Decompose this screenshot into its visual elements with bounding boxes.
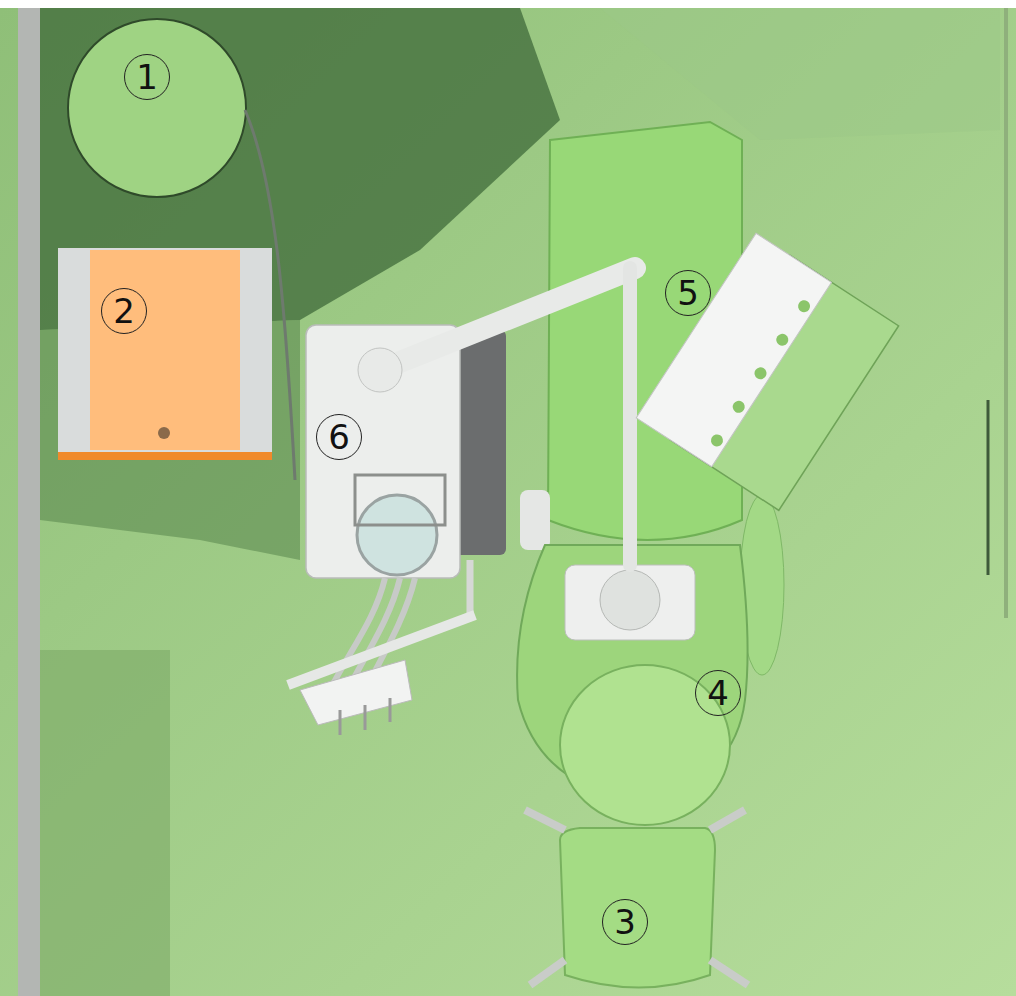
- instrument-tray: [636, 233, 898, 510]
- stool: [68, 19, 246, 197]
- chair-legs: [525, 810, 748, 985]
- wall-edge: [987, 400, 990, 575]
- seat-base: [600, 570, 660, 630]
- instruments: [340, 698, 390, 735]
- callout-number: 1: [124, 54, 170, 100]
- cabinet-hole: [158, 427, 170, 439]
- wall: [18, 8, 40, 996]
- unit-box: [306, 325, 460, 578]
- cabinet: [58, 248, 272, 458]
- callout-number: 2: [101, 288, 147, 334]
- shadow: [40, 650, 170, 996]
- callout-number: 5: [665, 270, 711, 316]
- callout-number: 6: [316, 414, 362, 460]
- arm: [380, 268, 635, 370]
- callout-number: 4: [695, 670, 741, 716]
- wall-edge: [1004, 8, 1008, 618]
- shadow: [600, 8, 1000, 140]
- small-tray: [300, 660, 412, 725]
- spittoon-frame: [355, 475, 445, 525]
- callout-number: 3: [602, 899, 648, 945]
- headrest: [560, 665, 730, 825]
- armrest: [520, 490, 550, 550]
- cabinet: [58, 452, 272, 460]
- seat-base: [565, 565, 695, 640]
- arm: [623, 268, 637, 565]
- floor: [0, 8, 1016, 996]
- foot-rest: [560, 828, 715, 988]
- arm: [467, 560, 474, 615]
- arm-joint: [358, 348, 402, 392]
- cabinet-top: [90, 250, 240, 450]
- spittoon: [357, 495, 437, 575]
